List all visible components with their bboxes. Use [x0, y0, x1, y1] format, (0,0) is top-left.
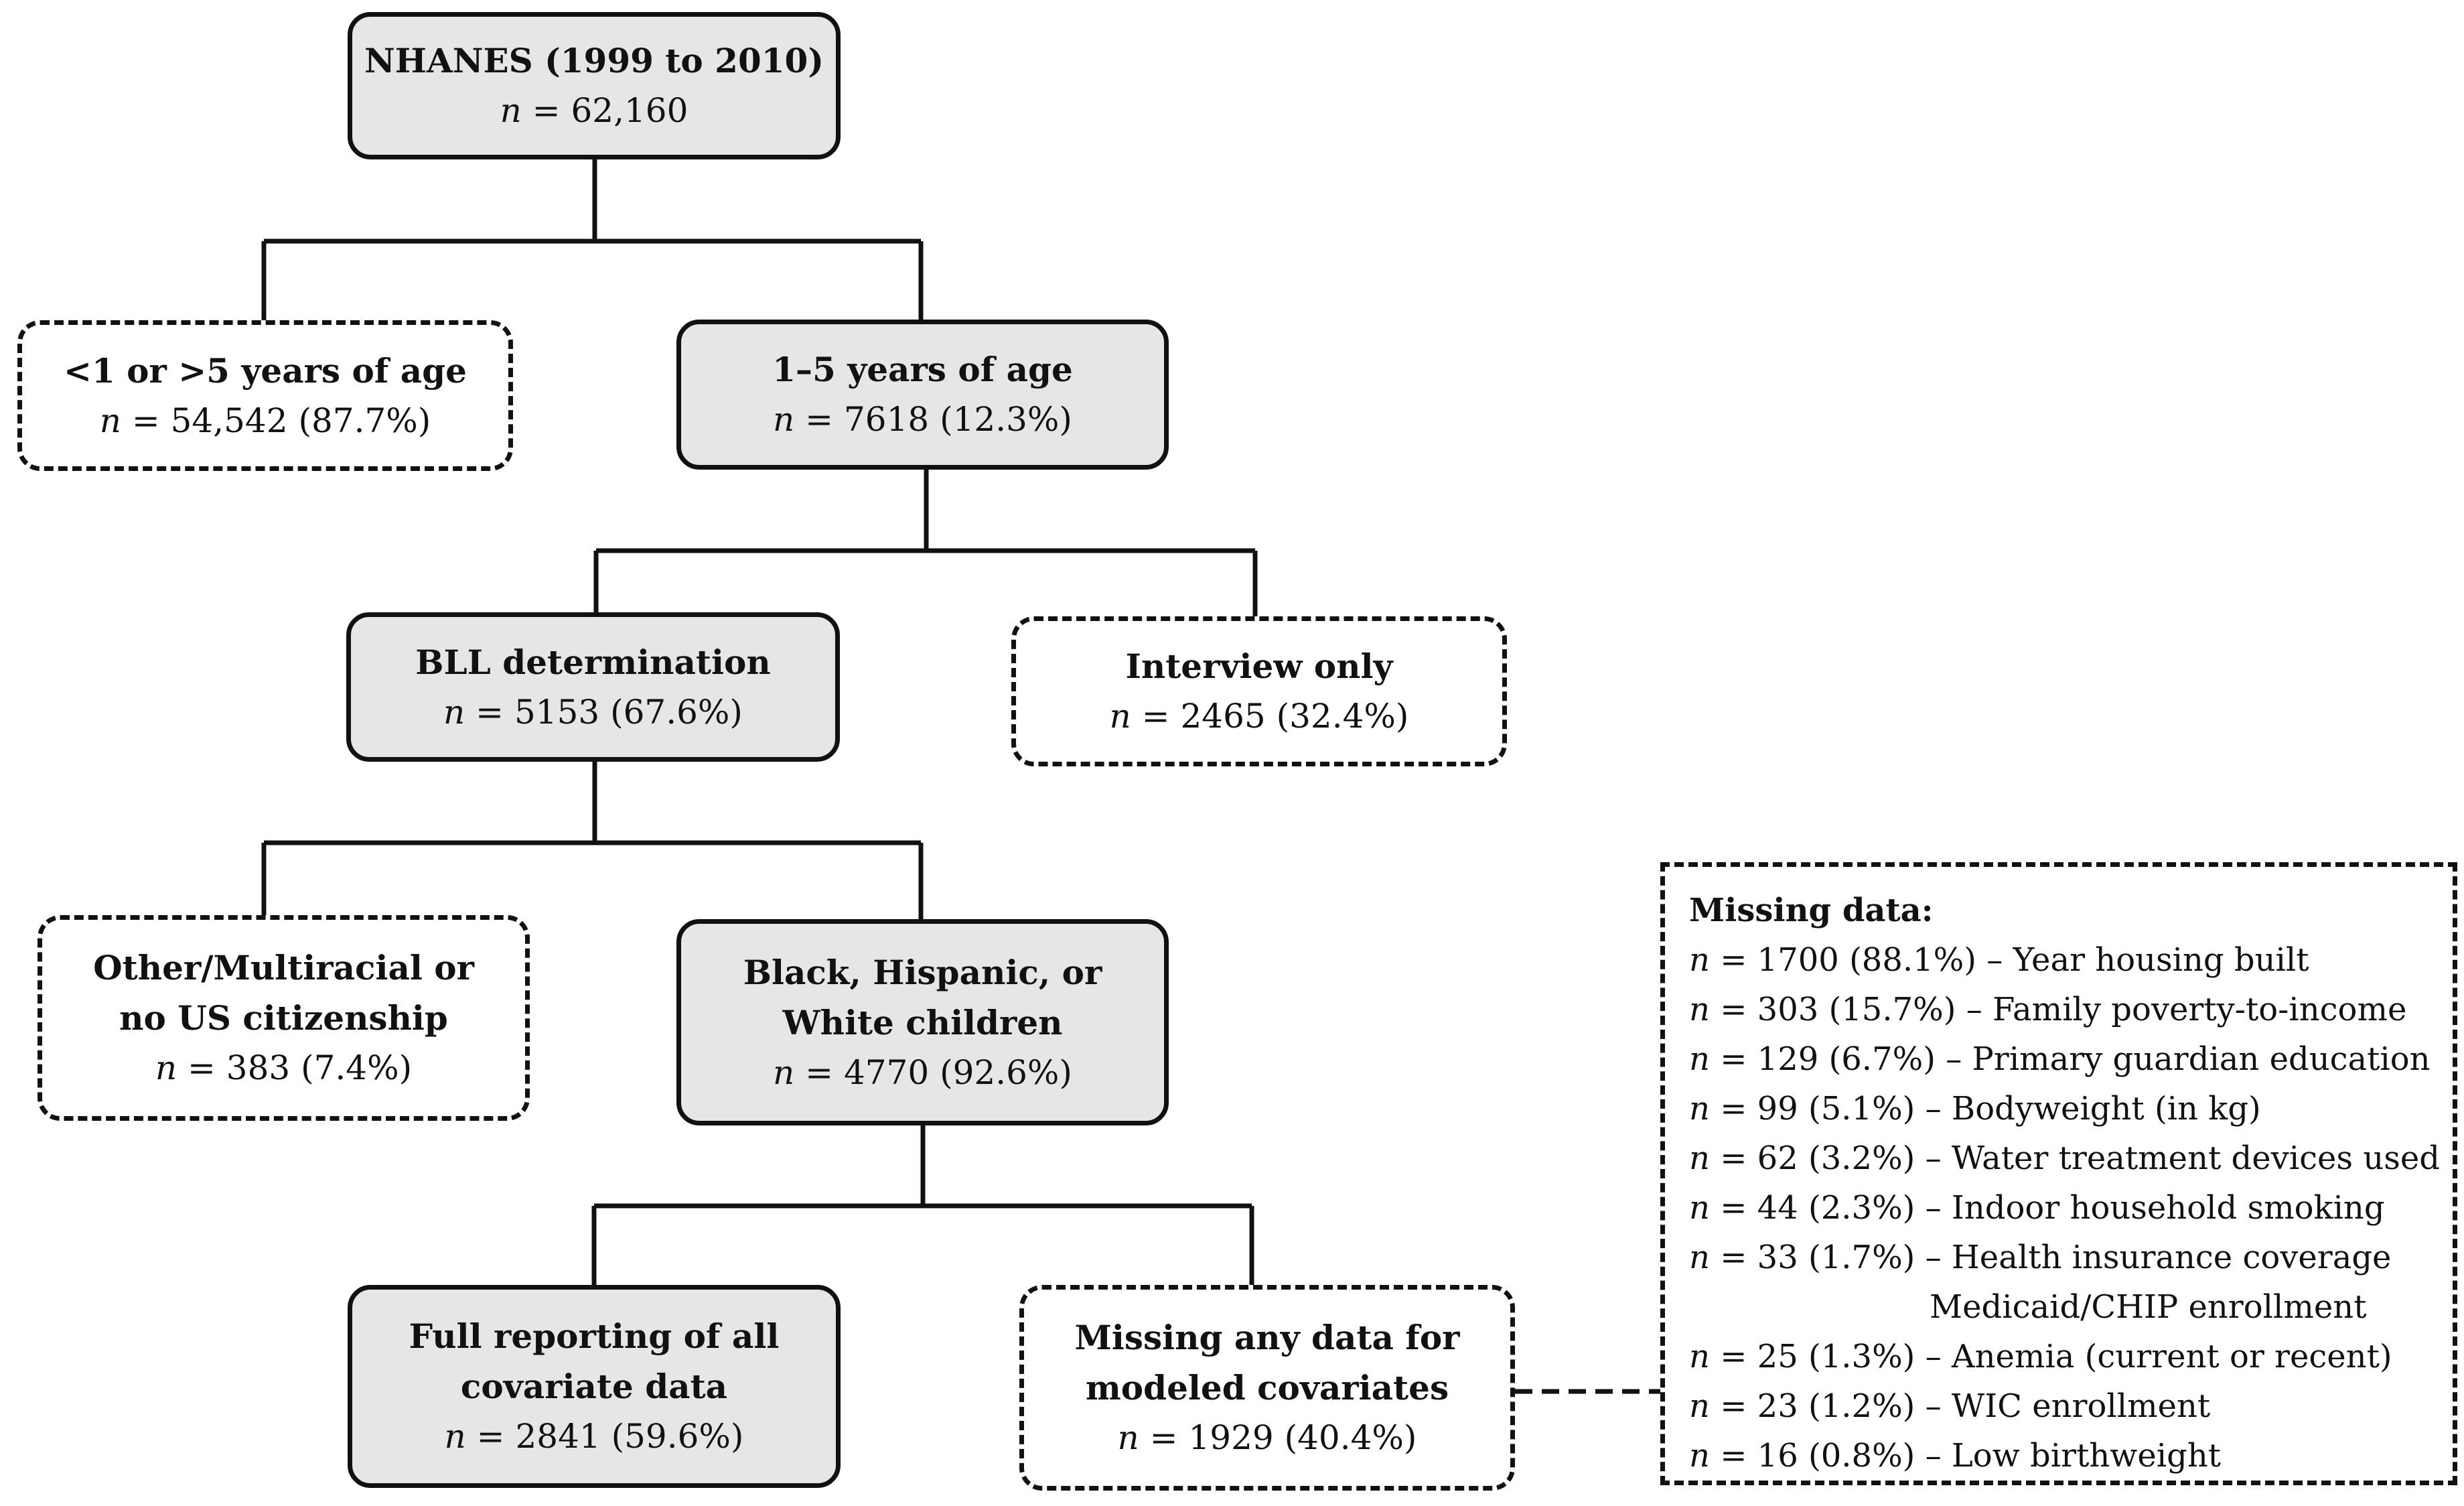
age-excluded-count: n = 54,542 (87.7%) — [99, 401, 431, 440]
interview-only-title: Interview only — [1125, 646, 1393, 686]
bhw-title-line1: Black, Hispanic, or — [743, 952, 1102, 992]
missing-any-title-line2: modeled covariates — [1085, 1368, 1449, 1408]
missing-data-title: Missing data: — [1689, 892, 1934, 929]
bll-box: BLL determination n = 5153 (67.6%) — [346, 612, 840, 762]
missing-row: n = 129 (6.7%) – Primary guardian educat… — [1689, 1040, 2431, 1078]
missing-row: n = 33 (1.7%) – Health insurance coverag… — [1689, 1239, 2392, 1276]
age-included-title: 1–5 years of age — [772, 350, 1073, 389]
connector-nhanes — [261, 159, 924, 323]
full-title-line1: Full reporting of all — [409, 1316, 780, 1356]
bll-title: BLL determination — [415, 642, 771, 682]
other-multiracial-box: Other/Multiracial or no US citizenship n… — [38, 915, 530, 1121]
missing-row: n = 303 (15.7%) – Family poverty-to-inco… — [1689, 991, 2407, 1028]
full-reporting-box: Full reporting of all covariate data n =… — [348, 1285, 841, 1488]
missing-row: n = 16 (0.8%) – Low birthweight — [1689, 1437, 2222, 1475]
missing-row: n = 44 (2.3%) – Indoor household smoking — [1689, 1189, 2385, 1227]
missing-row: n = 25 (1.3%) – Anemia (current or recen… — [1689, 1338, 2392, 1375]
missing-row-continuation: Medicaid/CHIP enrollment — [1930, 1288, 2367, 1326]
interview-only-count: n = 2465 (32.4%) — [1109, 697, 1409, 736]
nhanes-count: n = 62,160 — [500, 91, 689, 130]
missing-any-count: n = 1929 (40.4%) — [1117, 1418, 1417, 1457]
full-count: n = 2841 (59.6%) — [444, 1417, 744, 1456]
bll-count: n = 5153 (67.6%) — [443, 692, 743, 732]
connector-bll — [261, 760, 924, 922]
n-symbol: n — [500, 91, 522, 130]
bhw-count: n = 4770 (92.6%) — [773, 1052, 1072, 1092]
age-excluded-title: <1 or >5 years of age — [64, 350, 467, 391]
connector-age — [593, 468, 1258, 619]
missing-row: n = 99 (5.1%) – Bodyweight (in kg) — [1689, 1090, 2261, 1127]
age-included-count: n = 7618 (12.3%) — [773, 400, 1072, 439]
interview-only-box: Interview only n = 2465 (32.4%) — [1011, 616, 1507, 766]
missing-row: n = 62 (3.2%) – Water treatment devices … — [1689, 1140, 2440, 1177]
missing-any-title-line1: Missing any data for — [1074, 1318, 1460, 1357]
bhw-children-box: Black, Hispanic, or White children n = 4… — [676, 919, 1169, 1125]
connector-bhw — [591, 1124, 1254, 1288]
age-included-box: 1–5 years of age n = 7618 (12.3%) — [676, 320, 1169, 470]
full-title-line2: covariate data — [460, 1367, 728, 1406]
missing-any-box: Missing any data for modeled covariates … — [1019, 1285, 1515, 1491]
missing-data-box: Missing data: n = 1700 (88.1%) – Year ho… — [1660, 862, 2457, 1485]
bhw-title-line2: White children — [782, 1002, 1063, 1042]
other-count: n = 383 (7.4%) — [155, 1048, 413, 1087]
age-excluded-box: <1 or >5 years of age n = 54,542 (87.7%) — [17, 320, 513, 471]
other-title-line1: Other/Multiracial or — [93, 948, 474, 987]
missing-row: n = 1700 (88.1%) – Year housing built — [1689, 941, 2309, 979]
other-title-line2: no US citizenship — [119, 998, 448, 1038]
missing-row: n = 23 (1.2%) – WIC enrollment — [1689, 1387, 2211, 1425]
nhanes-title: NHANES (1999 to 2010) — [364, 41, 824, 80]
nhanes-box: NHANES (1999 to 2010) n = 62,160 — [348, 12, 841, 159]
